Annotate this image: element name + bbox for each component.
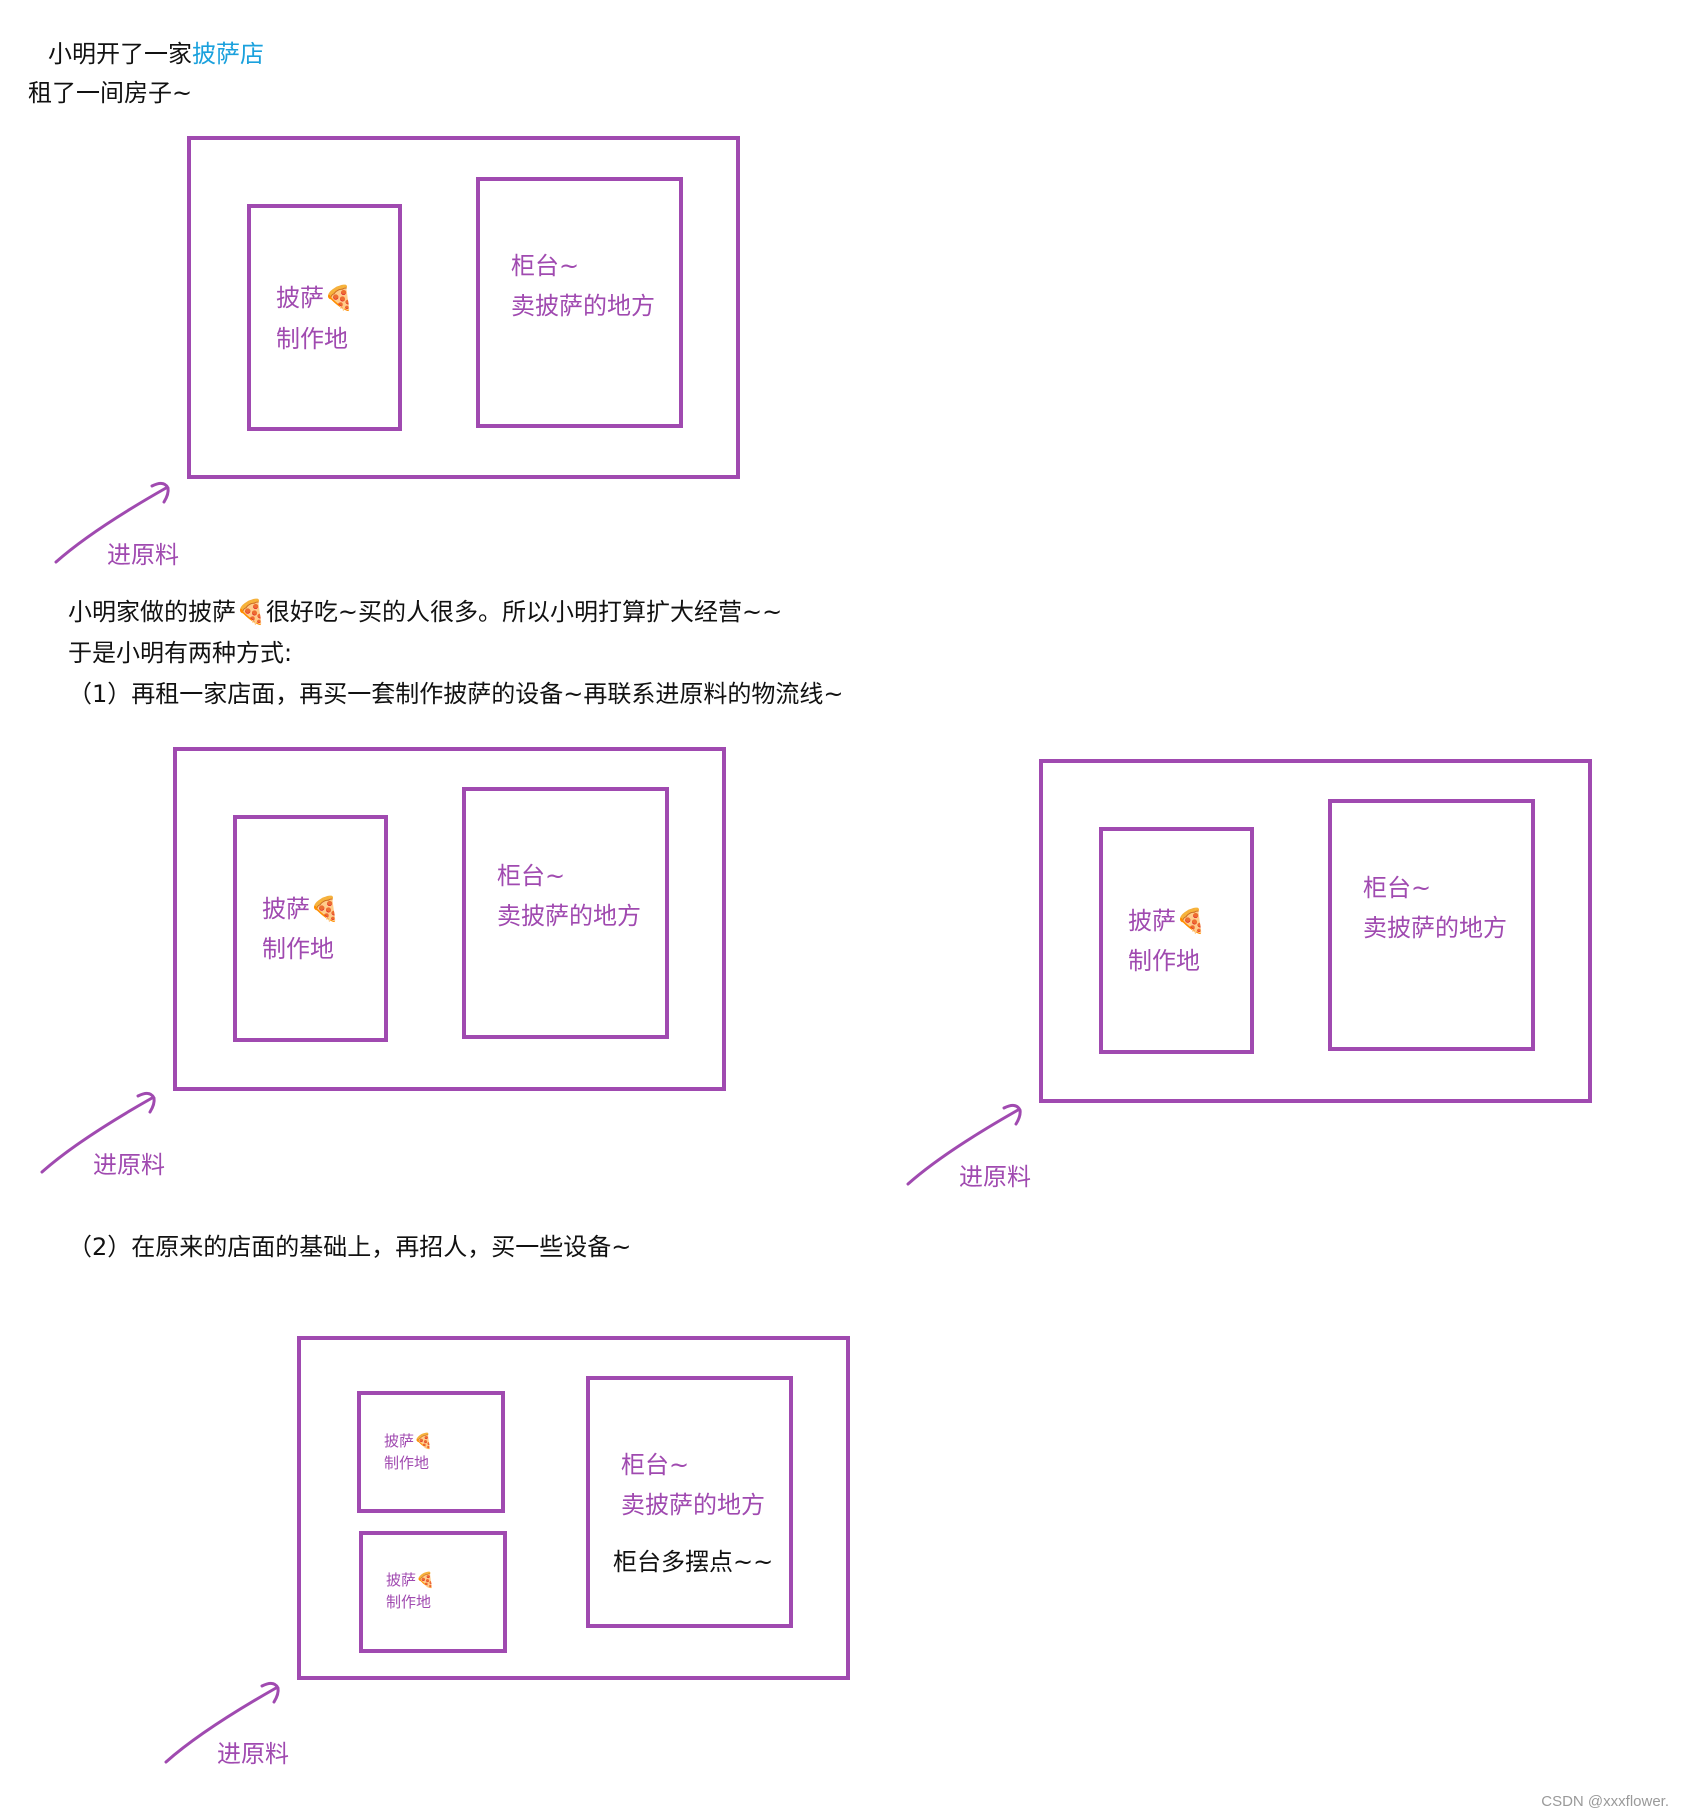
watermark: CSDN @xxxflower. [1541, 1793, 1669, 1810]
counter-label-2: 卖披萨的地方 [497, 902, 641, 930]
pizza-slice-icon: 🍕 [324, 284, 354, 312]
supply-label: 进原料 [107, 541, 179, 569]
pizza-shop-link[interactable]: 披萨店 [192, 40, 264, 68]
store-outline [173, 747, 726, 1091]
counter-label-2: 卖披萨的地方 [1363, 914, 1507, 942]
kitchen-1-label-2: 制作地 [384, 1454, 430, 1472]
store-outline [1039, 759, 1592, 1103]
counter-label-1: 柜台~ [1363, 874, 1432, 902]
kitchen-box-2 [359, 1531, 507, 1653]
counter-box [586, 1376, 793, 1628]
kitchen-label-1: 披萨🍕 [1128, 907, 1206, 935]
paragraph-line-2: 于是小明有两种方式: [68, 639, 293, 667]
kitchen-box [1099, 827, 1254, 1054]
supply-label: 进原料 [217, 1740, 289, 1768]
counter-box [462, 787, 669, 1039]
kitchen-box-1 [357, 1391, 505, 1513]
kitchen-2-label-1: 披萨🍕 [386, 1571, 435, 1589]
counter-label-1: 柜台~ [621, 1451, 690, 1479]
kitchen-label-2: 制作地 [1128, 947, 1200, 975]
kitchen-2-label-2: 制作地 [386, 1593, 432, 1611]
counter-label-2: 卖披萨的地方 [511, 292, 655, 320]
kitchen-label-1: 披萨🍕 [276, 284, 354, 312]
supply-arrow-icon [54, 481, 170, 564]
intro-line-1: 小明开了一家披萨店 [48, 42, 264, 66]
paragraph-line-1: 小明家做的披萨🍕很好吃~买的人很多。所以小明打算扩大经营~~ [68, 598, 783, 626]
supply-label: 进原料 [959, 1163, 1031, 1191]
pizza-slice-icon: 🍕 [310, 895, 340, 923]
kitchen-label-2: 制作地 [262, 935, 334, 963]
kitchen-1-label-1: 披萨🍕 [384, 1432, 433, 1450]
intro-prefix: 小明开了一家 [48, 40, 192, 68]
option-1-text: （1）再租一家店面，再买一套制作披萨的设备~再联系进原料的物流线~ [68, 680, 844, 708]
pizza-slice-icon: 🍕 [1176, 907, 1206, 935]
store-outline [187, 136, 740, 479]
counter-extra-label: 柜台多摆点~~ [613, 1548, 774, 1576]
counter-label-1: 柜台~ [497, 862, 566, 890]
pizza-slice-icon: 🍕 [416, 1571, 435, 1589]
counter-label-2: 卖披萨的地方 [621, 1491, 765, 1519]
supply-arrow-icon [164, 1681, 280, 1764]
intro-line-2: 租了一间房子~ [28, 79, 193, 107]
counter-box [1328, 799, 1535, 1051]
supply-arrow-icon [40, 1091, 156, 1174]
kitchen-label-1: 披萨🍕 [262, 895, 340, 923]
kitchen-box [233, 815, 388, 1042]
counter-box [476, 177, 683, 428]
kitchen-label-2: 制作地 [276, 325, 348, 353]
counter-label-1: 柜台~ [511, 252, 580, 280]
option-2-text: （2）在原来的店面的基础上，再招人，买一些设备~ [68, 1233, 632, 1261]
supply-label: 进原料 [93, 1151, 165, 1179]
kitchen-box [247, 204, 402, 431]
store-outline [297, 1336, 850, 1680]
pizza-slice-icon: 🍕 [414, 1432, 433, 1450]
supply-arrow-icon [906, 1103, 1022, 1186]
